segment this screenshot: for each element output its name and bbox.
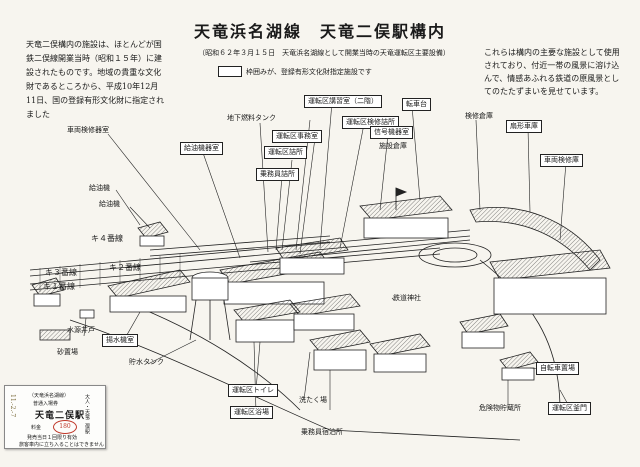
ticket-date: 11.-2.-7 — [9, 394, 16, 418]
building-roof — [359, 195, 453, 221]
subtitle: （昭和６２年３月１５日 天竜浜名湖線として開業当時の天竜運転区主要設備） — [198, 49, 450, 57]
label-kyuyuki-2: 給油機 — [99, 200, 120, 208]
ticket-line3: 料金 — [31, 425, 42, 431]
building-wall — [501, 367, 535, 381]
legend-box-icon — [218, 66, 242, 77]
track-ties — [39, 254, 181, 292]
entry-ticket: 11.-2.-7 （天竜浜名湖線） 普通入場券 天竜二俣駅 料金 180 発売当… — [4, 385, 106, 449]
ticket-price: 180 — [53, 420, 77, 434]
label-tenshadai: 転車台 — [402, 98, 431, 111]
building-wall — [313, 349, 367, 371]
well-structure — [79, 309, 95, 319]
label-track-1: キ１番線 — [43, 282, 75, 291]
building-wall — [493, 277, 607, 315]
water-tower-tank — [191, 277, 229, 301]
label-jotai: 乗務員宿泊所 — [301, 428, 343, 436]
ticket-line4: 発売当日１回限り有効 — [27, 435, 78, 441]
label-kensyu-ko: 車両検修庫 — [540, 154, 583, 167]
label-shingo: 信号機器室 — [370, 126, 413, 139]
label-jitensha: 自転車置場 — [536, 362, 579, 375]
track-line — [29, 247, 441, 285]
flag-icon — [395, 187, 408, 197]
label-unten-kosyu: 運転区講習室（二階） — [304, 95, 382, 108]
label-shisetsu: 施設倉庫 — [379, 142, 407, 150]
building-roof — [309, 329, 371, 353]
ticket-station: 天竜二俣駅 — [35, 411, 86, 421]
label-track-3: キ３番線 — [45, 268, 77, 277]
building-roof — [31, 277, 65, 297]
ticket-line2: 普通入場券 — [33, 401, 59, 407]
water-tower-legs — [189, 299, 231, 341]
label-shako: 車両検修器室 — [67, 126, 109, 134]
building-wall — [363, 217, 449, 239]
label-kyuyuki-shitsu: 給油機器室 — [180, 142, 223, 155]
building-wall — [461, 331, 505, 349]
page-title: 天竜浜名湖線 天竜二俣駅構内 — [193, 22, 446, 41]
label-toire: 運転区トイレ — [228, 384, 278, 397]
building-wall — [109, 295, 187, 313]
boundary-road — [69, 319, 521, 441]
label-sentaku: 洗たく場 — [299, 396, 327, 404]
building-wall — [139, 235, 165, 247]
building-wall — [33, 293, 61, 307]
building-roof — [489, 249, 611, 281]
building-wall — [235, 319, 295, 343]
outro-text: これらは構内の主要な施設として使用されており、付近一帯の風景に溶け込んで、情感あ… — [484, 48, 620, 96]
building-wall — [293, 313, 355, 331]
label-shuzen: 扇形車庫 — [506, 120, 542, 133]
label-mizutorii: 水源井戸 — [67, 326, 95, 334]
label-unten-kichi: 運転区詰所 — [264, 146, 307, 159]
sand-yard — [39, 329, 71, 341]
track-line — [29, 235, 471, 277]
building-roof — [107, 269, 191, 299]
label-yokujo: 運転区浴場 — [230, 406, 273, 419]
label-shinto: 鉄道神社 — [393, 294, 421, 302]
building-wall — [279, 257, 345, 275]
building-wall — [373, 353, 427, 373]
ticket-line5: 旅客車内に立ち入ることはできません — [19, 442, 104, 448]
ticket-line1: （天竜浜名湖線） — [29, 393, 70, 399]
label-track-4: キ４番線 — [91, 234, 123, 243]
building-roof — [289, 293, 361, 317]
label-kyuyuki-1: 給油機 — [89, 184, 110, 192]
label-track-2: キ２番線 — [109, 263, 141, 272]
building-roof — [369, 333, 431, 357]
label-chika-tank: 地下燃料タンク — [227, 114, 276, 122]
building-roof — [137, 221, 169, 239]
label-unten-kama: 運転区釜門 — [548, 402, 591, 415]
building-roof — [499, 351, 539, 371]
legend: 枠囲みが、登録有形文化財指定施設です — [218, 66, 372, 77]
label-unten-jimu: 運転区事務室 — [272, 130, 322, 143]
label-jyari: 砂置場 — [57, 348, 78, 356]
label-kiken: 危険物貯蔵所 — [479, 404, 521, 412]
turntable-shape — [418, 242, 492, 268]
label-kensyu-soko: 検修倉庫 — [465, 112, 493, 120]
track-line — [149, 235, 331, 251]
ticket-right: 大人・天竜二俣駅 — [84, 394, 90, 434]
turntable-inner — [432, 247, 478, 263]
label-shumizu: 揚水機室 — [102, 334, 138, 347]
intro-text: 天竜二俣構内の施設は、ほとんどが国鉄二俣線開業当時（昭和１５年）に建設されたもの… — [26, 40, 165, 119]
label-chosui: 貯水タンク — [129, 358, 164, 366]
label-jomuin: 乗務員詰所 — [256, 168, 299, 181]
legend-text: 枠囲みが、登録有形文化財指定施設です — [246, 67, 372, 76]
building-roof — [275, 237, 349, 261]
building-roof — [459, 313, 509, 335]
